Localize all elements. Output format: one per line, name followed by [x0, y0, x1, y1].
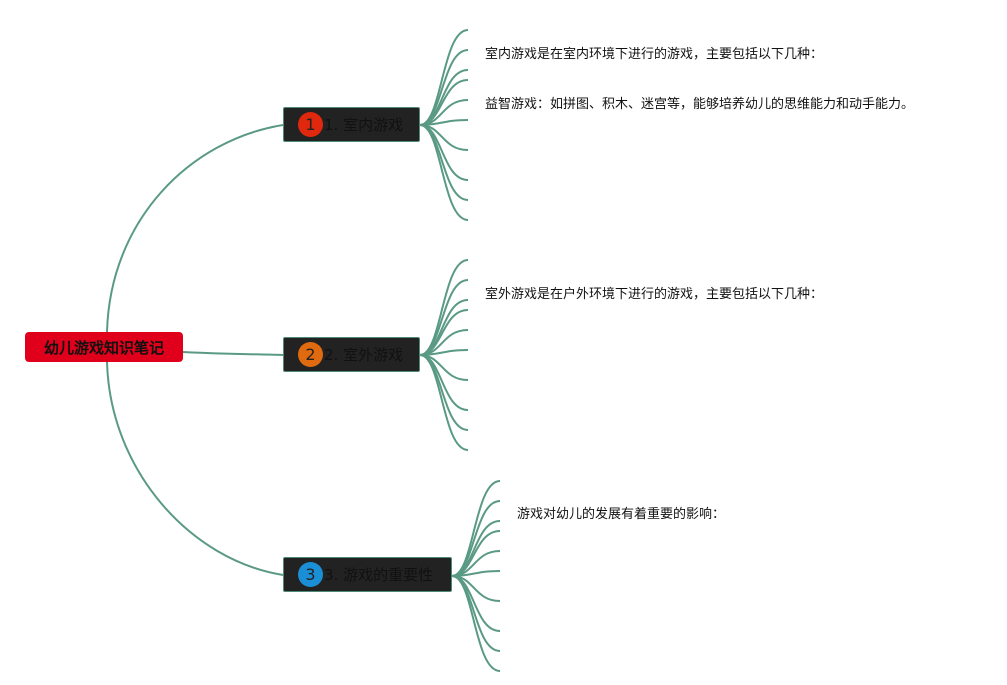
number-badge-icon: 2	[298, 342, 323, 367]
branch-connector	[419, 49, 469, 126]
branch-connector	[419, 124, 469, 181]
leaf-text[interactable]: 益智游戏：如拼图、积木、迷宫等，能够培养幼儿的思维能力和动手能力。	[485, 97, 915, 112]
branch-connector	[419, 354, 469, 431]
branch-connector	[419, 124, 469, 201]
root-connector	[106, 361, 284, 576]
root-node[interactable]: 幼儿游戏知识笔记	[25, 332, 183, 362]
leaf-text[interactable]: 游戏对幼儿的发展有着重要的影响：	[517, 507, 726, 522]
number-badge-icon: 3	[298, 562, 323, 587]
branch-connector	[451, 500, 501, 577]
topic-label: 1. 室内游戏	[324, 116, 404, 134]
topic-node-importance[interactable]: 3 3. 游戏的重要性	[283, 557, 452, 592]
branch-connector	[419, 309, 469, 356]
topic-label: 2. 室外游戏	[324, 346, 404, 364]
branch-connector	[451, 575, 501, 632]
leaf-text[interactable]: 室内游戏是在室内环境下进行的游戏，主要包括以下几种：	[485, 47, 824, 62]
branch-connector	[419, 69, 469, 126]
number-badge-icon: 1	[298, 112, 323, 137]
branch-connector	[419, 124, 469, 221]
branch-connector	[419, 279, 469, 356]
root-connector	[182, 351, 284, 356]
branch-connector	[419, 354, 469, 451]
leaf-text[interactable]: 室外游戏是在户外环境下进行的游戏，主要包括以下几种：	[485, 287, 824, 302]
branch-connector	[451, 575, 501, 672]
root-label: 幼儿游戏知识笔记	[43, 338, 164, 357]
branch-connector	[419, 299, 469, 356]
branch-connector	[419, 354, 469, 411]
branch-connector	[451, 530, 501, 577]
topic-node-outdoor[interactable]: 2 2. 室外游戏	[283, 337, 420, 372]
topic-node-indoor[interactable]: 1 1. 室内游戏	[283, 107, 420, 142]
root-connector	[106, 124, 284, 333]
topic-label: 3. 游戏的重要性	[324, 566, 434, 584]
branch-connector	[451, 520, 501, 577]
branch-connector	[451, 575, 501, 652]
branch-connector	[419, 79, 469, 126]
